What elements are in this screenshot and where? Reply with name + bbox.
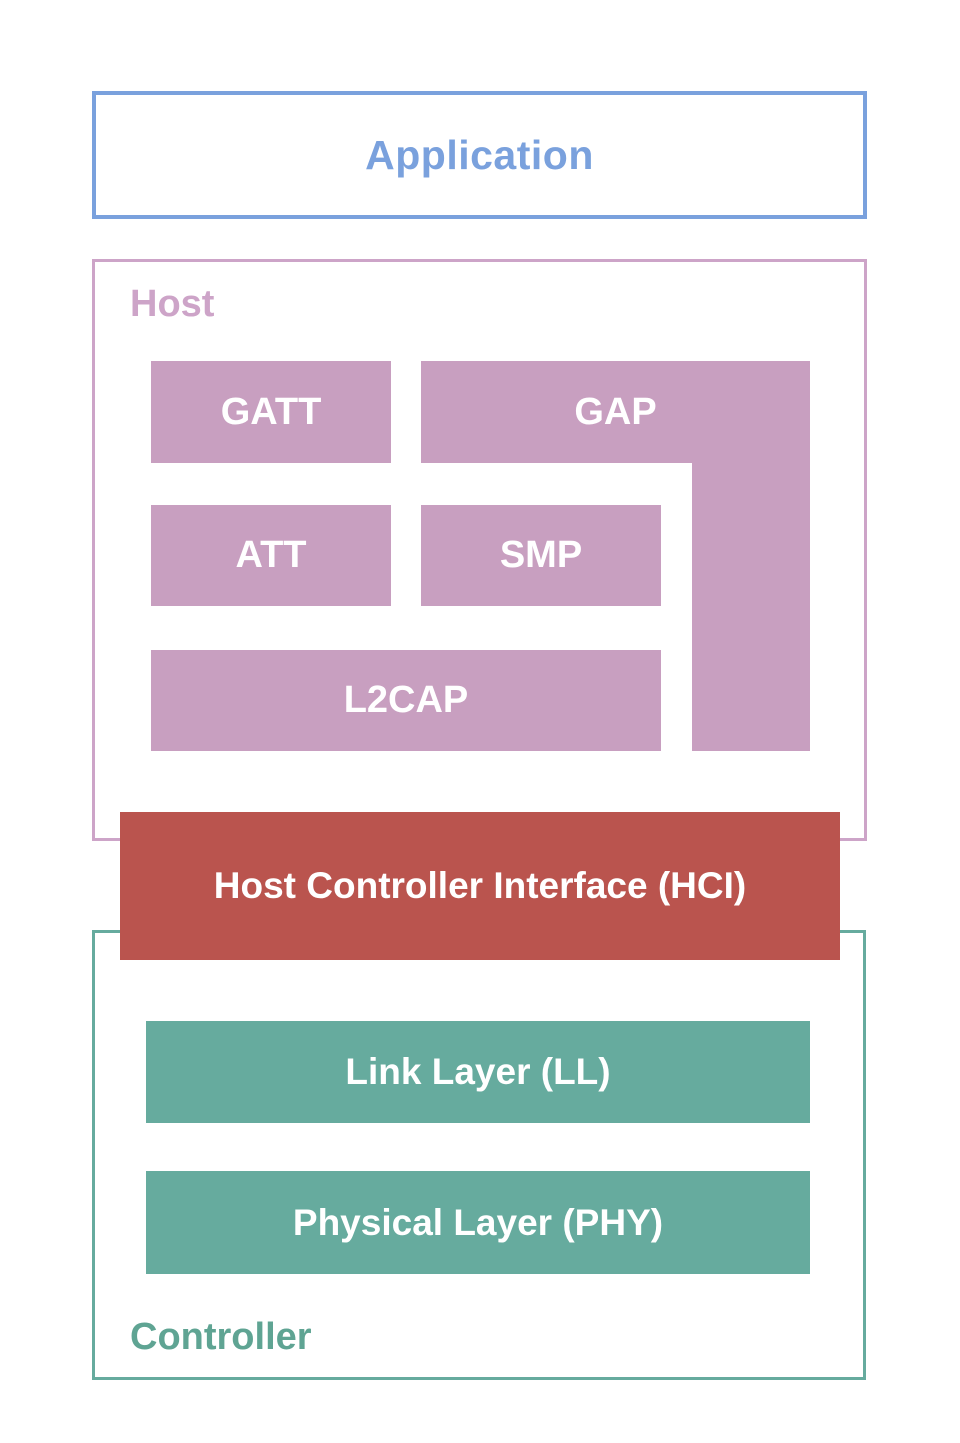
gap-block-arm	[692, 463, 810, 751]
host-box: Host GATT GAP ATT SMP L2CAP	[92, 259, 867, 841]
att-block: ATT	[151, 505, 391, 606]
application-box: Application	[92, 91, 867, 219]
link-layer-block: Link Layer (LL)	[146, 1021, 810, 1123]
l2cap-block: L2CAP	[151, 650, 661, 751]
controller-box: Link Layer (LL) Physical Layer (PHY) Con…	[92, 930, 866, 1380]
smp-block: SMP	[421, 505, 661, 606]
gatt-block: GATT	[151, 361, 391, 463]
controller-label: Controller	[130, 1316, 312, 1358]
hci-block: Host Controller Interface (HCI)	[120, 812, 840, 960]
physical-layer-block: Physical Layer (PHY)	[146, 1171, 810, 1274]
gap-block: GAP	[421, 361, 810, 463]
host-label: Host	[130, 283, 215, 325]
application-label: Application	[365, 131, 594, 178]
